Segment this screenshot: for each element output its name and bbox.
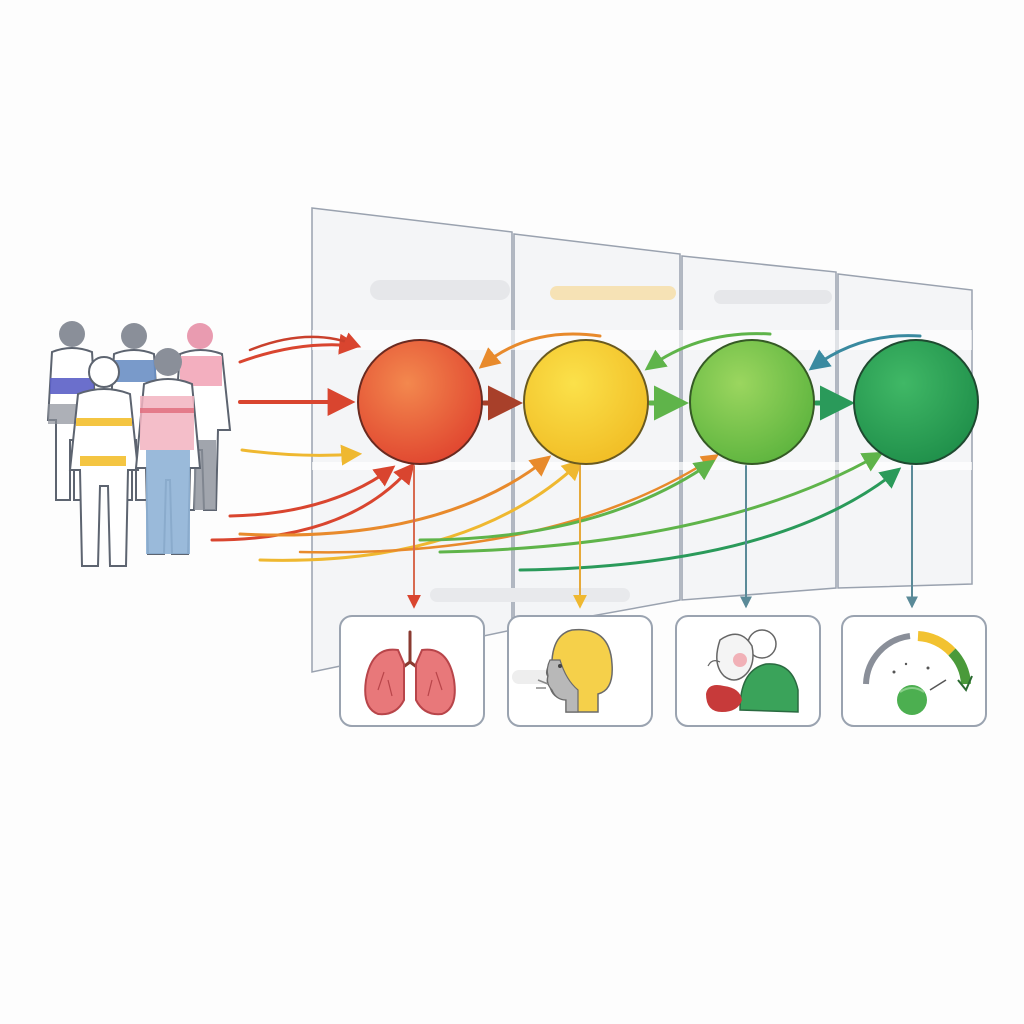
stage-1-circle — [357, 339, 483, 465]
outcome-cards — [339, 615, 987, 727]
gauge-icon — [863, 631, 973, 715]
arrow-curve-to-stage-3-b — [418, 459, 716, 542]
stage-circles — [357, 339, 979, 465]
stage-2-circle — [523, 339, 649, 465]
arrow-loop-stage-1 — [248, 332, 362, 352]
panel-2-header-bar — [550, 286, 676, 300]
patient-group — [46, 321, 232, 567]
caregiver-icon — [706, 629, 799, 713]
panel-row-band — [312, 330, 972, 350]
arrow-curve-to-stage-1-b — [210, 462, 415, 542]
arrow-curve-to-stage-1 — [228, 465, 396, 518]
outcome-card-3 — [675, 615, 821, 727]
arrow-back-stage-4-to-3 — [808, 334, 922, 371]
panel-row-band — [430, 588, 630, 602]
arrow-back-stage-2-to-1 — [478, 332, 602, 369]
outcome-card-2 — [507, 615, 653, 727]
arrow-group-to-stage-1-lower — [240, 444, 363, 466]
person-front-right — [134, 348, 202, 555]
outcome-card-4 — [841, 615, 987, 727]
arrow-back-stage-3-to-2 — [644, 332, 772, 371]
panel-row-band — [312, 462, 972, 470]
stage-3-circle — [689, 339, 815, 465]
panel-3-header-bar — [714, 290, 832, 304]
person-front-left — [68, 356, 140, 567]
arrow-curve-to-stage-4 — [438, 451, 884, 554]
outcome-card-1 — [339, 615, 485, 727]
head-profile-icon — [512, 628, 613, 713]
lungs-icon — [364, 630, 456, 716]
arrow-curve-to-stage-2 — [238, 455, 552, 537]
incoming-arrows — [210, 333, 902, 572]
feedback-arrows — [248, 332, 922, 371]
stage-4-circle — [853, 339, 979, 465]
panel-1-header-bar — [370, 280, 510, 300]
outcome-arrows — [407, 465, 918, 609]
arrow-curve-to-stage-4-b — [518, 467, 902, 572]
